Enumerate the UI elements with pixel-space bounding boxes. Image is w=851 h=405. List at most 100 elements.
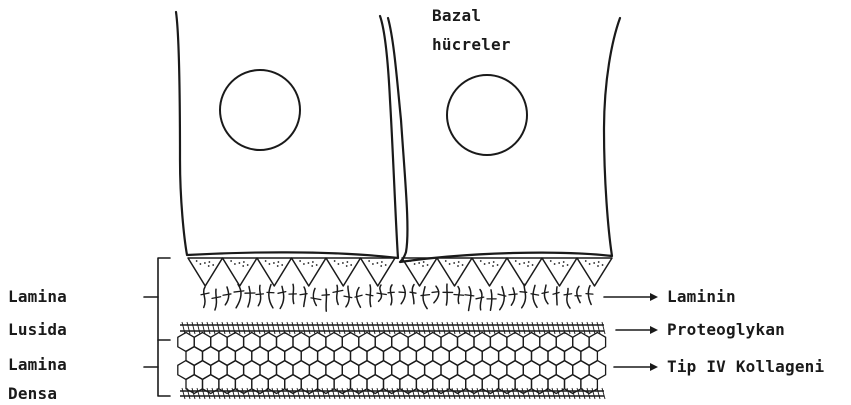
stipple-dot	[377, 262, 379, 264]
label-densa: Densa	[8, 384, 57, 403]
proteoglycan-hatch	[602, 322, 605, 334]
proteoglycan-hatch	[467, 322, 470, 334]
densa-hatch	[377, 388, 380, 399]
stipple-dot	[527, 265, 529, 267]
stipple-dot	[562, 265, 564, 267]
label-tip-iv-kollageni: Tip IV Kollageni	[667, 357, 824, 376]
stipple-dot	[492, 265, 494, 267]
proteoglycan-hatch	[277, 322, 280, 334]
stipple-dot	[563, 261, 565, 263]
stipple-dot	[312, 261, 314, 263]
laminin-strand	[269, 284, 273, 307]
proteoglycan-hatch	[442, 322, 445, 334]
laminin-branch	[531, 294, 539, 295]
proteoglycan-hatch	[347, 322, 350, 334]
laminin-strand	[236, 284, 241, 308]
densa-hatch	[492, 388, 495, 399]
densa-hatch	[602, 388, 605, 399]
densa-hatch	[272, 388, 275, 399]
laminin-strand	[401, 285, 405, 303]
proteoglycan-hatch	[477, 322, 480, 334]
densa-hatch	[312, 388, 315, 399]
laminin-branch	[553, 292, 559, 294]
proteoglycan-hatch	[232, 322, 235, 334]
proteoglycan-hatch	[552, 322, 555, 334]
laminin-strand	[533, 285, 537, 307]
stipple-dot	[422, 265, 424, 267]
stipple-dot	[342, 262, 344, 264]
stipple-dot	[381, 261, 383, 263]
label-lamina-densa-1: Lamina	[8, 355, 67, 374]
proteoglycan-hatch	[417, 322, 420, 334]
laminin-branch	[564, 294, 572, 295]
proteoglycan-hatch	[537, 322, 540, 334]
densa-hatch	[262, 388, 265, 399]
densa-hatch	[427, 388, 430, 399]
proteoglycan-hatch	[192, 322, 195, 334]
stipple-dot	[480, 260, 482, 262]
stipple-dot	[311, 265, 313, 267]
proteoglycan-hatch	[322, 322, 325, 334]
densa-hatch	[452, 388, 455, 399]
proteoglycan-hatch	[312, 322, 315, 334]
laminin-branch	[520, 292, 527, 293]
densa-hatch	[387, 388, 390, 399]
densa-hatch	[542, 388, 545, 399]
stipple-dot	[558, 262, 560, 264]
proteoglycan-hatch	[362, 322, 365, 334]
laminin-strand	[313, 288, 316, 305]
stipple-dot	[265, 260, 267, 262]
laminin-branch	[234, 291, 244, 292]
laminin-branch	[542, 292, 548, 293]
laminin-strand	[544, 285, 548, 304]
laminin-strand	[225, 287, 228, 305]
proteoglycan-hatch	[242, 322, 245, 334]
layer-brackets	[144, 258, 170, 396]
proteoglycan-hatch	[377, 322, 380, 334]
stipple-dot	[532, 264, 534, 266]
laminin-branch	[278, 292, 286, 294]
stipple-dot	[453, 262, 455, 264]
stipple-dot	[316, 264, 318, 266]
proteoglycan-hatch	[302, 322, 305, 334]
stipple-dot	[523, 262, 525, 264]
laminin-branch	[256, 294, 263, 295]
stipple-dot	[515, 260, 517, 262]
densa-hatch	[502, 388, 505, 399]
laminin-branch	[465, 295, 474, 296]
densa-hatch	[592, 388, 595, 399]
stipple-dot	[488, 262, 490, 264]
laminin-strand	[446, 284, 447, 305]
densa-hatch	[327, 388, 330, 399]
laminin-branch	[201, 293, 209, 295]
proteoglycan-hatch	[187, 322, 190, 334]
densa-hatch	[337, 388, 340, 399]
stipple-dot	[334, 260, 336, 262]
proteoglycan-hatch	[212, 322, 215, 334]
laminin-strand	[258, 285, 260, 305]
stipple-dot	[200, 263, 202, 265]
stipple-dot	[484, 263, 486, 265]
densa-hatch	[222, 388, 225, 399]
laminin-branch	[421, 295, 430, 296]
stipple-dot	[372, 263, 374, 265]
stipple-dot	[445, 260, 447, 262]
basal-cell-right	[388, 18, 620, 262]
stipple-dot	[299, 260, 301, 262]
densa-hatch	[322, 388, 325, 399]
stipple-dot	[277, 261, 279, 263]
proteoglycan-hatch	[292, 322, 295, 334]
laminin-strand	[480, 289, 482, 309]
stipple-dot	[528, 261, 530, 263]
proteoglycan-hatch	[297, 322, 300, 334]
proteoglycan-hatch	[457, 322, 460, 334]
stipple-dot	[414, 263, 416, 265]
stipple-dot	[589, 263, 591, 265]
proteoglycan-hatch	[572, 322, 575, 334]
stipple-dot	[385, 264, 387, 266]
label-laminin: Laminin	[667, 287, 736, 306]
laminin-branch	[366, 294, 373, 295]
densa-hatch	[182, 388, 185, 399]
